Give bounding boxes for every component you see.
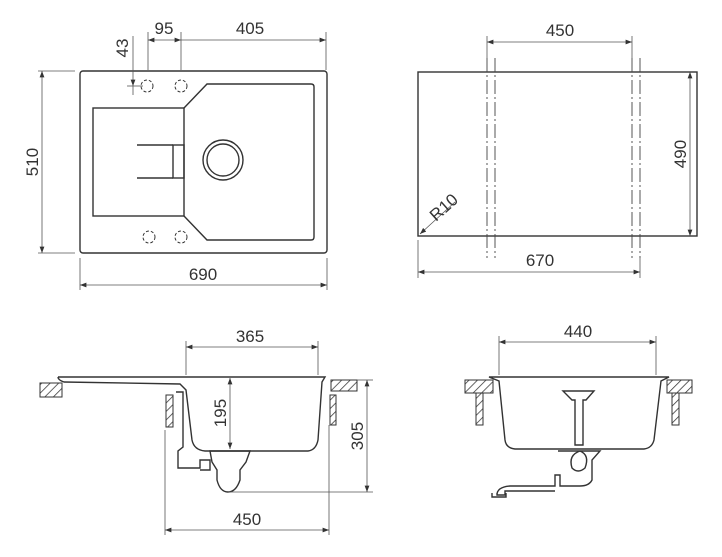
outlet <box>491 493 507 498</box>
dim-clip-spacing: 450 <box>546 21 574 40</box>
drainer-area <box>92 107 185 217</box>
dim-front-bowl-width: 440 <box>564 322 592 341</box>
cutout-view: 450 490 670 R10 <box>417 21 698 278</box>
trap-bend <box>570 450 588 472</box>
sink-profile <box>57 376 327 452</box>
drain-plug <box>561 390 596 446</box>
tap-hole <box>142 230 156 244</box>
tap-hole <box>174 230 188 244</box>
bowl-outline <box>183 83 315 241</box>
dim-total-depth: 305 <box>348 422 367 450</box>
front-section: 440 <box>464 322 693 498</box>
dim-bowl-length: 365 <box>236 327 264 346</box>
drain-trap-front <box>496 450 602 496</box>
sink-outline <box>79 70 328 254</box>
dim-radius: R10 <box>426 190 462 225</box>
top-view: 510 690 95 405 43 <box>23 19 328 290</box>
dim-bowl-depth: 195 <box>211 399 230 427</box>
dim-cut-width: 670 <box>526 251 554 270</box>
drain-trap <box>209 450 251 493</box>
side-section: 365 195 305 450 <box>39 327 373 535</box>
drain-outer <box>202 139 244 181</box>
dim-bowl-width: 405 <box>236 19 264 38</box>
dim-tap-spacing: 95 <box>155 19 174 38</box>
dim-width: 690 <box>189 265 217 284</box>
dim-cut-depth: 490 <box>671 140 690 168</box>
tap-hole <box>140 79 154 93</box>
sink-profile-front <box>488 376 670 450</box>
dim-depth: 510 <box>23 148 42 176</box>
dim-cabinet-width: 450 <box>233 510 261 529</box>
drain-inner <box>206 143 240 177</box>
cutout-outline <box>417 71 698 237</box>
tap-hole <box>174 79 188 93</box>
overflow-pipe <box>176 391 211 471</box>
overflow <box>172 144 185 179</box>
dim-tap-offset: 43 <box>113 39 132 58</box>
